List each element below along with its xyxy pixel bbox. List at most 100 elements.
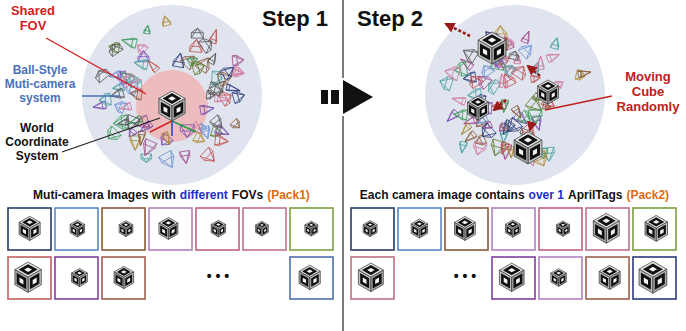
- camera-frustum: [193, 132, 205, 143]
- camera-frustum: [220, 67, 234, 80]
- camera-frustum: [492, 101, 506, 109]
- camera-frustum: [214, 95, 228, 102]
- step-arrow-block: [331, 90, 339, 104]
- camera-image: [8, 208, 51, 250]
- camera-frustum: [482, 123, 496, 137]
- apriltag-bit: [545, 84, 551, 88]
- camera-image: [55, 257, 98, 299]
- cube-face: [168, 223, 178, 239]
- caption-part: FOVs: [232, 188, 263, 202]
- apriltag-bit: [166, 221, 172, 224]
- apriltag-cubes: [150, 24, 558, 164]
- cube-face: [172, 99, 185, 122]
- camera-image: [102, 208, 145, 250]
- camera-image: [586, 257, 629, 299]
- apriltag-bit: [519, 148, 523, 155]
- motion-arrow: [494, 100, 506, 110]
- camera-frustum: [536, 56, 544, 69]
- camera-image: [102, 257, 145, 299]
- cube-face: [305, 225, 311, 236]
- apriltag: [655, 273, 665, 290]
- apriltag: [263, 227, 268, 235]
- apriltag: [456, 225, 464, 238]
- apriltag: [421, 226, 427, 236]
- apriltag-bit: [559, 229, 561, 232]
- camera-frustum: [144, 139, 157, 156]
- cube-face: [77, 224, 84, 237]
- apriltag-bit: [511, 223, 515, 226]
- apriltag-bit: [565, 229, 567, 232]
- camera-frustum: [137, 45, 148, 56]
- camera-frustum: [454, 110, 468, 120]
- caption-part: Muti-camera Images with: [33, 188, 176, 202]
- cube-face: [465, 222, 475, 240]
- apriltag-bit: [258, 229, 260, 232]
- apriltag-bit: [80, 229, 82, 233]
- apriltag: [170, 225, 177, 237]
- camera-frustum: [541, 147, 554, 161]
- apriltag-bit: [653, 220, 660, 224]
- caption-part: (Pack1): [267, 188, 310, 202]
- panel-divider: [342, 0, 343, 331]
- camera-image: [539, 257, 582, 299]
- apriltag-bit: [561, 224, 565, 226]
- apriltag-bit: [75, 223, 79, 226]
- apriltag-bit: [82, 278, 84, 282]
- cube-face: [468, 102, 478, 120]
- apriltag: [373, 273, 382, 289]
- apriltag: [507, 226, 512, 235]
- apriltag-bit: [644, 278, 648, 285]
- apriltag-bit: [314, 229, 316, 232]
- camera-image: [633, 208, 676, 250]
- apriltag-bit: [77, 272, 82, 275]
- motion-arrow: [528, 66, 540, 76]
- cube-face: [551, 273, 559, 286]
- camera-frustum: [546, 54, 559, 62]
- apriltag-bit: [508, 268, 516, 272]
- camera-frustum: [518, 46, 531, 59]
- apriltag-bit: [462, 221, 468, 225]
- apriltag-bit: [554, 278, 556, 282]
- cube-face: [610, 271, 621, 289]
- apriltag-bit: [516, 229, 518, 233]
- cube-face: [419, 224, 427, 238]
- apriltag-bit: [33, 278, 37, 285]
- apriltag-bit: [307, 229, 309, 232]
- camera-frustum: [470, 76, 483, 88]
- apriltag: [364, 226, 369, 235]
- apriltag: [120, 226, 125, 235]
- apriltag: [116, 274, 123, 286]
- camera-frustum: [447, 109, 459, 121]
- apriltag: [78, 226, 83, 235]
- camera-image: [196, 208, 239, 250]
- cube-face: [499, 270, 511, 291]
- apriltag: [658, 225, 666, 239]
- camera-frustums: [93, 16, 591, 168]
- apriltag-bit: [658, 278, 662, 285]
- camera-frustum: [460, 141, 468, 153]
- camera-frustum: [230, 118, 239, 127]
- cube-face: [124, 272, 134, 289]
- apriltag: [641, 273, 651, 290]
- apriltag-bit: [508, 229, 510, 233]
- apriltag-bit: [177, 106, 181, 113]
- apriltag: [647, 225, 655, 239]
- apriltag: [601, 274, 609, 287]
- camera-frustum: [508, 117, 522, 132]
- apriltag: [31, 225, 39, 238]
- apriltag-bit: [613, 278, 616, 283]
- cube-face: [538, 86, 548, 104]
- apriltag-bit: [214, 229, 216, 233]
- callout-label: Shared FOV: [8, 4, 58, 34]
- camera-frustum: [501, 141, 509, 154]
- apriltag-bit: [607, 270, 613, 274]
- camera-frustum: [162, 16, 171, 26]
- camera-image: [633, 257, 676, 299]
- cube-face: [299, 271, 310, 289]
- apriltag-bit: [368, 223, 372, 225]
- camera-frustum: [232, 92, 245, 104]
- leader-line: [82, 95, 120, 96]
- apriltag: [564, 226, 569, 234]
- camera-frustum: [445, 67, 460, 81]
